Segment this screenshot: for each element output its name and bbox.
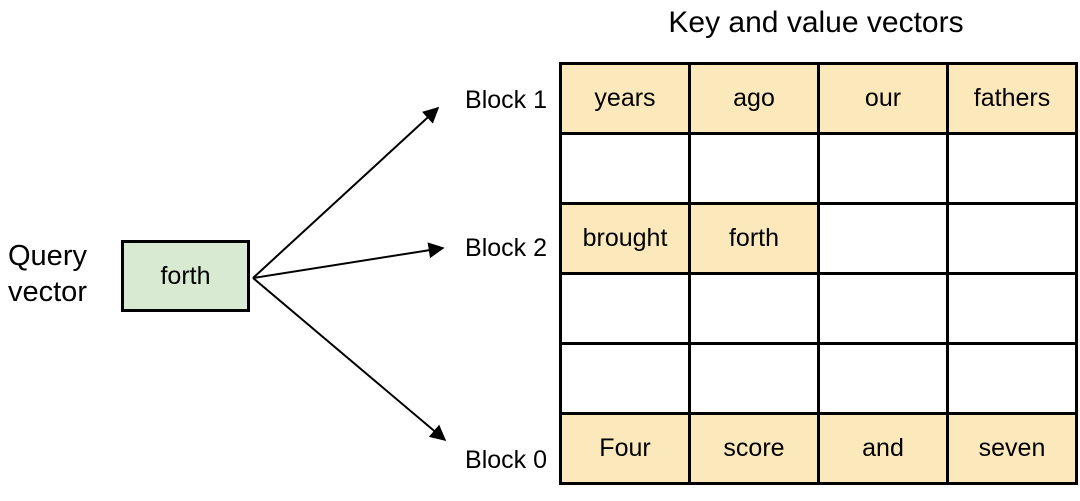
kv-cell [946,342,1078,415]
kv-cell: fathers [946,62,1078,135]
kv-cell [817,342,949,415]
kv-cell: forth [688,202,820,275]
kv-cell: brought [559,202,691,275]
kv-cell: ago [688,62,820,135]
block-1-label: Block 1 [465,86,547,114]
table-row [559,272,1078,345]
table-row [559,132,1078,205]
query-vector-value: forth [160,261,211,290]
query-vector-box: forth [121,240,250,312]
kv-cell [559,132,691,205]
kv-cell: years [559,62,691,135]
query-vector-label: Query vector [8,240,87,308]
kv-cell [817,132,949,205]
kv-cell: our [817,62,949,135]
kv-cell [946,272,1078,345]
block-2-label: Block 2 [465,234,547,262]
kv-cell: Four [559,412,691,485]
arrow-to-block-1 [252,106,440,279]
kv-cell [559,342,691,415]
arrow-to-block-2 [252,242,445,279]
kv-cell [559,272,691,345]
kv-cell: score [688,412,820,485]
arrow-to-block-0 [252,277,447,442]
kv-cell: and [817,412,949,485]
table-row [559,342,1078,415]
kv-cell [946,132,1078,205]
kv-table-title: Key and value vectors [668,6,964,39]
block-0-label: Block 0 [465,446,547,474]
kv-cell: seven [946,412,1078,485]
kv-cell [688,132,820,205]
kv-cell [688,272,820,345]
kv-cell [946,202,1078,275]
kv-cell [688,342,820,415]
kv-cell [817,202,949,275]
kv-cell [817,272,949,345]
